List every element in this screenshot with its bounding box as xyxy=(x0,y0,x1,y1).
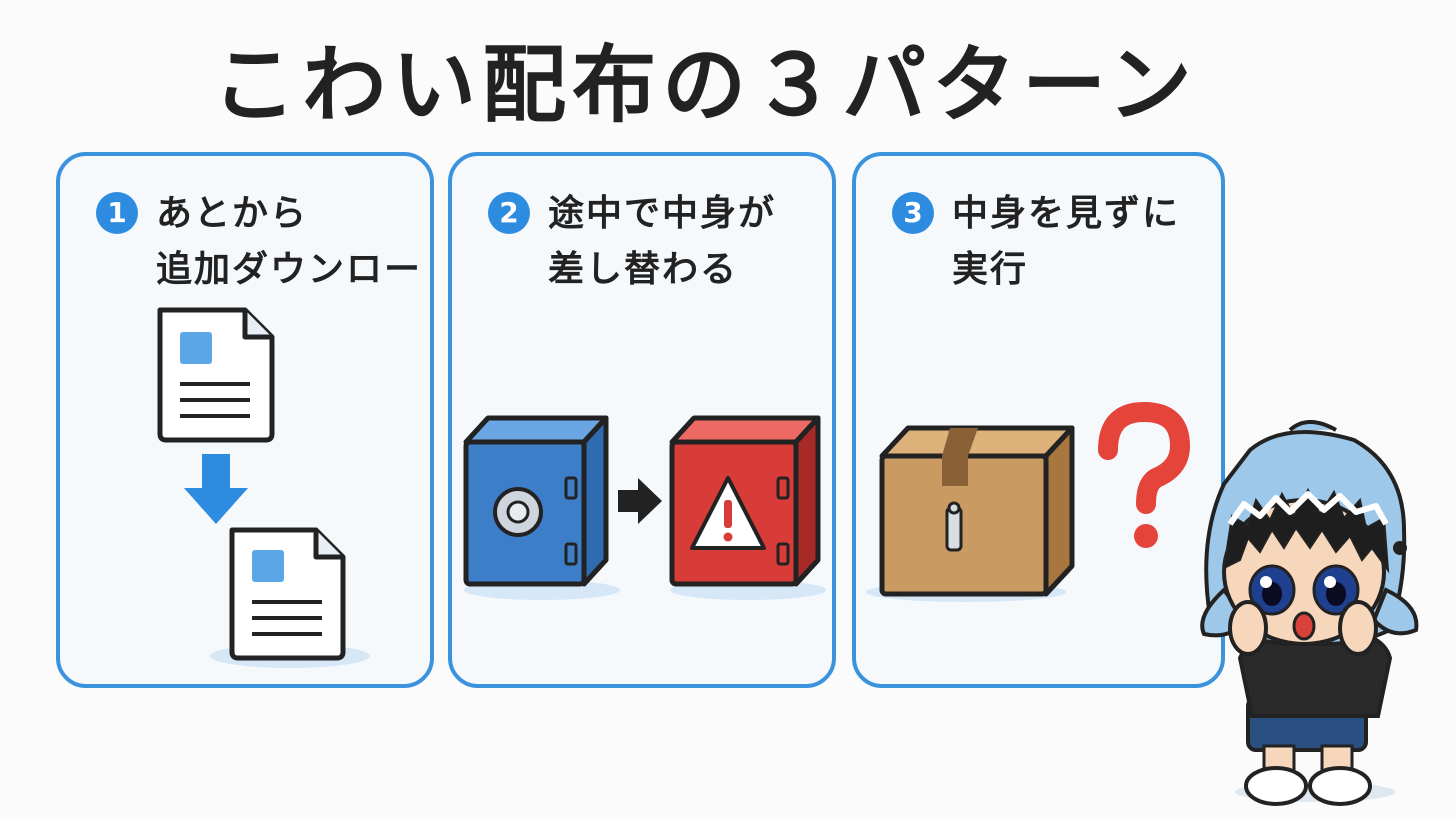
arrow-down-icon xyxy=(184,454,248,524)
red-safe-warning-icon xyxy=(669,415,821,587)
pattern-heading-line: 途中で中身が xyxy=(548,193,777,234)
arrow-right-icon xyxy=(618,478,662,524)
step-number-badge: 3 xyxy=(892,192,934,234)
pattern-heading-line: あとから xyxy=(156,193,309,234)
page-title: こわい配布の３パターン xyxy=(212,36,1198,134)
document-icon xyxy=(229,527,346,661)
cardboard-box-icon xyxy=(879,425,1075,597)
step-number-badge: 2 xyxy=(488,192,530,234)
pattern-card-1: 1 あとから 追加ダウンロード xyxy=(56,152,434,688)
pattern-heading-line: 中身を見ずに xyxy=(952,193,1181,234)
document-download-illustration xyxy=(157,307,370,668)
pattern-card-3: 3 中身を見ずに 実行 xyxy=(852,152,1225,688)
question-mark-icon xyxy=(1098,401,1191,548)
blue-safe-icon xyxy=(463,415,609,587)
step-number-badge: 1 xyxy=(96,192,138,234)
unopened-box-illustration xyxy=(866,401,1191,602)
safe-swap-illustration xyxy=(463,415,826,600)
pattern-heading: 途中で中身が 差し替わる xyxy=(548,186,776,298)
pattern-heading-line: 実行 xyxy=(952,249,1029,290)
document-icon xyxy=(157,307,275,443)
shark-hood-character xyxy=(1200,420,1419,806)
pattern-heading: 中身を見ずに 実行 xyxy=(952,186,1180,298)
pattern-card-2: 2 途中で中身が 差し替わる xyxy=(448,152,836,688)
pattern-heading-line: 差し替わる xyxy=(548,249,739,290)
